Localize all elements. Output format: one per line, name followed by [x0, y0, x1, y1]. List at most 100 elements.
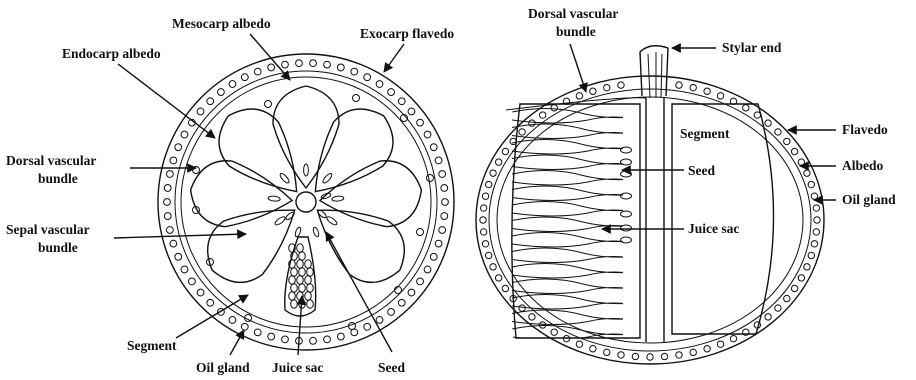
- mesocarp-cell: [417, 229, 424, 236]
- seed: [621, 193, 632, 199]
- seed: [621, 171, 632, 177]
- ptr-exocarp: [384, 44, 404, 72]
- oil-gland: [388, 89, 395, 96]
- oil-gland: [424, 266, 431, 273]
- oil-gland: [439, 171, 446, 178]
- oil-gland: [485, 252, 491, 258]
- oil-gland: [164, 213, 171, 220]
- oil-gland: [690, 349, 696, 355]
- oil-gland: [690, 84, 696, 90]
- oil-gland: [551, 329, 557, 335]
- left-segments: [191, 86, 422, 282]
- segment: [191, 161, 292, 227]
- oil-gland: [590, 346, 596, 352]
- oil-gland: [376, 317, 383, 324]
- oil-gland: [551, 105, 557, 111]
- ptr-mesocarp: [250, 34, 290, 80]
- oil-gland: [808, 252, 814, 258]
- oil-gland: [175, 144, 182, 151]
- segment: [317, 210, 404, 282]
- vascular-bundle: [279, 172, 291, 184]
- oil-gland: [166, 227, 173, 234]
- oil-gland: [485, 181, 491, 187]
- right-outer-rind: [476, 76, 824, 364]
- label-sepal-vascular-2: bundle: [38, 240, 78, 255]
- ptr-oil-gland-left: [230, 330, 244, 355]
- juice-sac: [289, 292, 296, 300]
- vascular-bundle: [326, 215, 339, 226]
- oil-gland: [811, 241, 817, 247]
- mesocarp-cell: [427, 175, 434, 182]
- oil-gland: [442, 199, 449, 206]
- segment: [273, 86, 339, 188]
- oil-gland: [189, 278, 196, 285]
- juice-sac: [299, 252, 306, 260]
- oil-gland: [197, 108, 204, 115]
- juice-sac: [305, 260, 312, 268]
- seed: [294, 227, 302, 238]
- seed: [621, 211, 632, 217]
- oil-gland: [364, 74, 371, 81]
- oil-gland: [424, 131, 431, 138]
- juice-sac: [299, 284, 306, 292]
- oil-gland: [441, 185, 448, 192]
- oil-gland: [482, 241, 488, 247]
- oil-gland: [296, 60, 303, 67]
- seed: [285, 211, 295, 221]
- oil-gland: [765, 120, 771, 126]
- oil-gland: [398, 98, 405, 105]
- oil-gland: [282, 61, 289, 68]
- oil-gland: [576, 93, 582, 99]
- oil-gland: [364, 323, 371, 330]
- oil-gland: [529, 314, 535, 320]
- label-mesocarp-albedo: Mesocarp albedo: [172, 16, 271, 31]
- left-oil-glands: [164, 60, 449, 344]
- oil-gland: [502, 148, 508, 154]
- label-juice-sac-right: Juice sac: [688, 221, 739, 236]
- oil-gland: [197, 289, 204, 296]
- oil-gland: [376, 81, 383, 88]
- oil-gland: [480, 205, 486, 211]
- oil-gland: [632, 353, 638, 359]
- label-oil-gland-right: Oil gland: [842, 192, 896, 207]
- label-exocarp-flavedo: Exocarp flavedo: [360, 26, 454, 41]
- juice-sac: [289, 276, 296, 284]
- oil-gland: [791, 285, 797, 291]
- vascular-bundle: [274, 215, 287, 226]
- juice-sac: [512, 279, 640, 294]
- oil-gland: [268, 64, 275, 71]
- oil-gland: [502, 285, 508, 291]
- oil-gland: [618, 352, 624, 358]
- oil-gland: [519, 305, 525, 311]
- oil-gland: [784, 295, 790, 301]
- oil-gland: [717, 93, 723, 99]
- ptr-dorsal-right: [570, 44, 586, 92]
- oil-gland: [813, 205, 819, 211]
- oil-gland: [310, 337, 317, 344]
- oil-gland: [784, 138, 790, 144]
- oil-gland: [417, 278, 424, 285]
- oil-gland: [218, 89, 225, 96]
- juice-sac: [512, 108, 640, 123]
- oil-gland: [590, 88, 596, 94]
- juice-sac: [512, 263, 640, 278]
- oil-gland: [529, 120, 535, 126]
- seed: [621, 237, 632, 243]
- oil-gland: [166, 171, 173, 178]
- oil-gland: [480, 229, 486, 235]
- oil-gland: [676, 352, 682, 358]
- label-endocarp-albedo: Endocarp albedo: [62, 46, 161, 61]
- oil-gland: [268, 333, 275, 340]
- label-segment-left: Segment: [127, 338, 177, 353]
- oil-gland: [207, 299, 214, 306]
- mesocarp-cell: [265, 101, 272, 108]
- label-dorsal-vascular-right-2: bundle: [556, 24, 596, 39]
- segment: [320, 161, 421, 227]
- left-central-axis: [296, 192, 316, 212]
- ptr-segment-left: [176, 295, 248, 338]
- vascular-bundle: [322, 172, 334, 184]
- label-oil-gland-left: Oil gland: [196, 360, 250, 375]
- right-central-core: [646, 98, 664, 342]
- transverse-section: Mesocarp albedo Exocarp flavedo Endocarp…: [6, 16, 454, 375]
- oil-gland: [310, 60, 317, 67]
